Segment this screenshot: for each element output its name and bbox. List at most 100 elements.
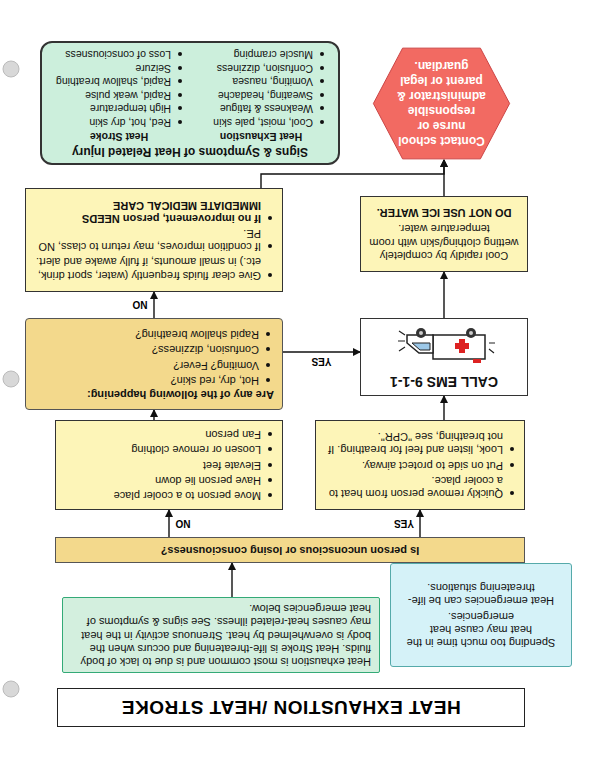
- bullet-text: Have person lie down: [155, 474, 261, 487]
- bullet-item: Loss of consciousness: [52, 48, 186, 61]
- bullet-text: Fan person: [205, 428, 261, 441]
- ems-text: CALL EMS 9-1-1: [367, 373, 521, 390]
- bullet-dot: [320, 79, 324, 83]
- bullet-dot: [266, 347, 270, 351]
- bullet-item: Confusion, dizziness: [194, 62, 328, 75]
- symptoms-box: Signs & Symptoms of Heat Related Injury H…: [40, 41, 340, 165]
- flow-arrow: [443, 272, 444, 318]
- bullet-dot: [266, 363, 270, 367]
- bullet-item: If no improvement, person NEEDS IMMEDIAT…: [32, 198, 276, 224]
- bullet-item: Have person lie down: [62, 474, 276, 487]
- flow-arrow: [231, 563, 232, 597]
- bullet-text: Red, hot, dry skin: [89, 116, 171, 129]
- bullet-item: Red, hot, dry skin: [52, 116, 186, 129]
- symptom-column: Heat ExhaustionCool, moist, pale skinWea…: [194, 47, 328, 142]
- box-text: Is person unconscious or losing consciou…: [64, 543, 516, 556]
- edge-label: NO: [174, 518, 193, 529]
- symptom-columns: Heat ExhaustionCool, moist, pale skinWea…: [52, 47, 328, 142]
- bullet-item: Cool, moist, pale skin: [194, 116, 328, 129]
- bullet-dot: [320, 106, 324, 110]
- bullet-dot: [320, 93, 324, 97]
- process-box: Move person to a cooler place Have person…: [55, 420, 283, 510]
- decision-box: Is person unconscious or losing consciou…: [55, 537, 525, 563]
- bullet-item: Move person to a cooler place: [62, 489, 276, 502]
- bullet-dot: [320, 52, 324, 56]
- bullet-dot: [178, 52, 182, 56]
- bullet-dot: [268, 493, 272, 497]
- bullet-text: Weakness & fatigue: [220, 103, 313, 116]
- bullet-text: Hot, dry, red skin?: [171, 374, 259, 387]
- edge-label: YES: [392, 518, 416, 529]
- box-text: Spending too much time in the heat may c…: [399, 610, 563, 650]
- flow-arrow: [168, 510, 169, 537]
- bullet-dot: [268, 447, 272, 451]
- intro-note: Spending too much time in the heat may c…: [390, 563, 572, 667]
- bullet-text: Look, listen and feel for breathing. If …: [322, 430, 503, 456]
- bullet-text: Muscle cramping: [234, 48, 313, 61]
- bullet-text: High temperature: [90, 103, 171, 116]
- bullet-dot: [268, 244, 272, 248]
- contact-hexagon: Contact school nurse or responsible admi…: [372, 47, 511, 160]
- bullet-text: Confusion, dizziness: [217, 62, 313, 75]
- box-heading: Are any of the following happening:: [34, 388, 274, 401]
- bullet-item: Fan person: [62, 428, 276, 441]
- bullet-item: Rapid shallow breathing?: [34, 328, 274, 341]
- bullet-text: Loss of consciousness: [65, 48, 171, 61]
- bullet-item: Look, listen and feel for breathing. If …: [322, 430, 518, 456]
- process-box: Cool rapidly by completely wetting cloth…: [360, 196, 528, 272]
- bullet-text: Cool, moist, pale skin: [213, 116, 313, 129]
- bullet-dot: [178, 79, 182, 83]
- decision-box: Are any of the following happening:Hot, …: [25, 318, 283, 410]
- flow-arrow: [153, 292, 154, 318]
- flow-arrow: [419, 510, 420, 537]
- info-box: Heat exhaustion is most common and is du…: [62, 597, 380, 673]
- title-box: HEAT EXHAUSTION /HEAT STROKE: [57, 688, 525, 727]
- bullet-text: If no improvement, person NEEDS IMMEDIAT…: [32, 198, 261, 224]
- bullet-dot: [178, 66, 182, 70]
- bullet-text: Rapid shallow breathing?: [135, 328, 259, 341]
- column-heading: Heat Exhaustion: [194, 130, 328, 143]
- box-text: Heat emergencies can be life-threatening…: [399, 581, 563, 607]
- bullet-dot: [268, 216, 272, 220]
- bullet-text: Loosen or remove clothing: [131, 443, 261, 456]
- bullet-item: Quickly remove person from heat to a coo…: [322, 474, 518, 500]
- bullet-dot: [178, 93, 182, 97]
- bullet-text: Move person to a cooler place: [114, 489, 261, 502]
- bullet-text: Confusion, dizziness?: [152, 343, 259, 356]
- hexagon-outline: [373, 48, 509, 159]
- process-box: Quickly remove person from heat to a coo…: [315, 420, 525, 510]
- flow-arrow: [443, 396, 444, 420]
- bullet-item: Confusion, dizziness?: [34, 343, 274, 356]
- bullet-dot: [320, 120, 324, 124]
- ems-box: CALL EMS 9-1-1: [360, 318, 528, 396]
- bullet-dot: [268, 463, 272, 467]
- bullet-dot: [320, 66, 324, 70]
- bullet-dot: [268, 432, 272, 436]
- contact-text: Contact school nurse or responsible admi…: [396, 59, 487, 149]
- box-text: Cool rapidly by completely wetting cloth…: [367, 222, 521, 262]
- bullet-item: Sweating, headache: [194, 89, 328, 102]
- symptom-column: Heat StrokeRed, hot, dry skinHigh temper…: [52, 47, 186, 142]
- bullet-dot: [268, 273, 272, 277]
- punch-holes: [3, 61, 19, 697]
- flow-arrow: [153, 410, 154, 420]
- edge-label: NO: [131, 300, 150, 311]
- symptoms-heading: Signs & Symptoms of Heat Related Injury: [52, 145, 328, 159]
- column-heading: Heat Stroke: [52, 130, 186, 143]
- title-text: HEAT EXHAUSTION /HEAT STROKE: [121, 697, 460, 719]
- bullet-item: Put on side to protect airway.: [322, 458, 518, 471]
- bullet-item: Muscle cramping: [194, 48, 328, 61]
- bullet-dot: [178, 120, 182, 124]
- bullet-dot: [266, 378, 270, 382]
- bullet-text: Elevate feet: [203, 458, 261, 471]
- bullet-dot: [266, 332, 270, 336]
- bullet-text: Rapid, shallow breathing: [56, 76, 171, 89]
- bullet-item: Loosen or remove clothing: [62, 443, 276, 456]
- bullet-text: Put on side to protect airway.: [362, 458, 503, 471]
- bullet-item: Elevate feet: [62, 458, 276, 471]
- box-text: Heat exhaustion is most common and is du…: [71, 602, 371, 668]
- bullet-dot: [178, 106, 182, 110]
- bullet-dot: [510, 463, 514, 467]
- bullet-item: Vomiting? Fever?: [34, 358, 274, 371]
- bullet-text: Quickly remove person from heat to a coo…: [322, 474, 503, 500]
